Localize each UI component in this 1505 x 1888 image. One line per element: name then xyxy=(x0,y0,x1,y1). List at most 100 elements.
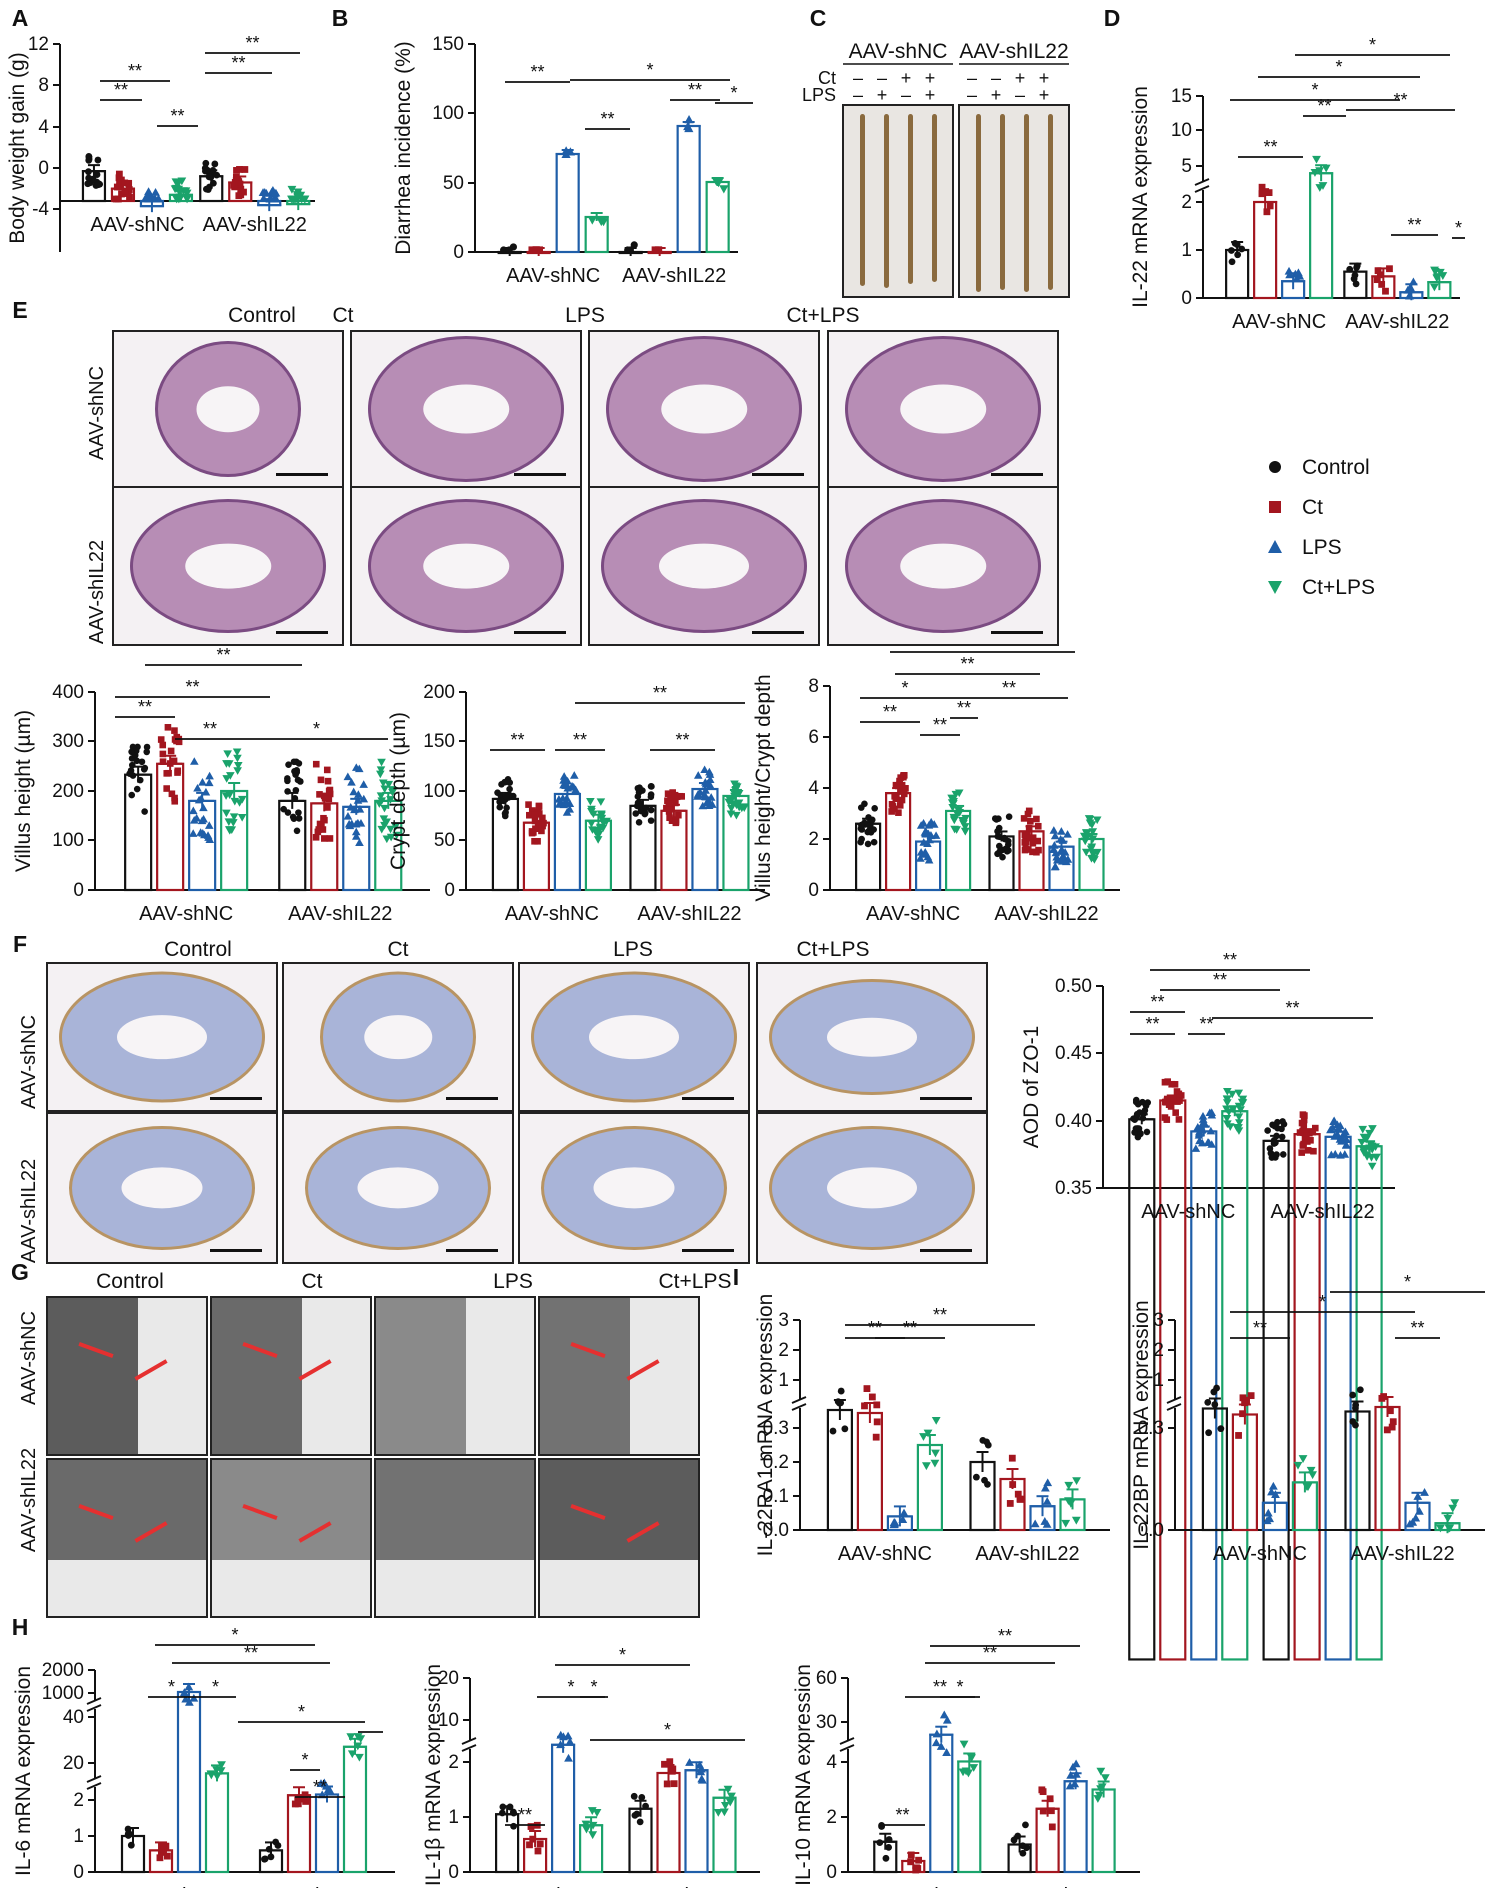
arrow-marker xyxy=(134,1521,168,1543)
y-tick-label: 3 xyxy=(778,1310,789,1331)
data-point xyxy=(1047,1807,1055,1815)
lumen xyxy=(589,1015,679,1059)
data-point xyxy=(719,1808,729,1817)
data-point xyxy=(1222,1099,1232,1107)
data-point xyxy=(561,780,571,788)
data-point xyxy=(232,173,240,181)
data-point xyxy=(684,115,694,124)
data-point xyxy=(237,813,247,822)
gel-sign: – xyxy=(1015,85,1025,105)
bar xyxy=(555,152,580,254)
data-point xyxy=(318,821,325,828)
scale-bar xyxy=(446,1097,498,1100)
lumen-area xyxy=(376,1560,534,1616)
data-point xyxy=(351,827,361,836)
data-point xyxy=(124,189,132,197)
axis-break xyxy=(87,1701,103,1709)
y-tick-label: 4 xyxy=(808,778,819,799)
gel-photo-shNC xyxy=(842,104,954,298)
group-label: AAV-shIL22 xyxy=(1271,1201,1375,1223)
data-point xyxy=(230,181,238,189)
data-point xyxy=(376,770,385,779)
y-axis-label: IL-22BP mRNA expression xyxy=(1130,1300,1153,1549)
group-label: AAV-shIL22 xyxy=(288,903,392,925)
lumen xyxy=(900,543,986,589)
data-point xyxy=(967,1754,976,1763)
data-point xyxy=(683,121,693,131)
y-tick-label: 2 xyxy=(73,1790,84,1811)
data-point xyxy=(199,803,208,812)
data-point xyxy=(1043,1478,1053,1487)
data-point xyxy=(1258,190,1266,198)
y-tick-label: 20 xyxy=(63,1753,84,1774)
data-point xyxy=(125,186,133,193)
tem-image xyxy=(46,1296,208,1456)
significance-label: ** xyxy=(960,654,974,674)
data-point xyxy=(182,189,192,198)
panel-label-H: H xyxy=(12,1614,29,1640)
y-tick-label: 3 xyxy=(1153,1310,1164,1331)
y-tick-label: 2 xyxy=(448,1752,459,1773)
data-point xyxy=(346,1733,356,1742)
gel-photo-shIL22 xyxy=(958,104,1070,298)
data-point xyxy=(235,799,244,807)
bar xyxy=(1035,1807,1060,1874)
y-tick-label: 400 xyxy=(52,682,84,703)
y-tick-label: 4 xyxy=(826,1752,837,1773)
data-point xyxy=(323,766,331,774)
data-point xyxy=(265,1845,273,1853)
data-point xyxy=(125,179,133,187)
data-point xyxy=(1071,1759,1081,1768)
row-label: AAV-shIL22 xyxy=(18,1159,40,1263)
data-point xyxy=(1315,184,1325,192)
bar xyxy=(495,1813,520,1874)
scale-bar xyxy=(446,1249,498,1252)
data-point xyxy=(234,761,243,770)
data-point xyxy=(705,770,715,778)
data-point xyxy=(1057,853,1067,862)
data-point xyxy=(1271,1490,1280,1498)
group-label: AAV-shIL22 xyxy=(1350,1543,1454,1565)
lumen xyxy=(827,1167,917,1209)
data-point xyxy=(593,836,603,844)
significance-label: ** xyxy=(933,1305,947,1325)
group-label: AAV-shIL22 xyxy=(1010,1885,1114,1888)
data-point xyxy=(1273,1132,1280,1140)
data-point xyxy=(723,1785,733,1794)
panel-label-E: E xyxy=(12,297,27,323)
data-point xyxy=(636,803,643,810)
data-point xyxy=(1207,1108,1217,1116)
data-point xyxy=(166,760,174,767)
data-point xyxy=(1352,280,1360,288)
data-point xyxy=(534,1847,542,1855)
gel-sign: – xyxy=(853,85,863,105)
data-point xyxy=(1409,277,1418,286)
significance-label: * xyxy=(231,1625,238,1645)
data-point xyxy=(1176,1097,1183,1104)
data-point xyxy=(1042,1520,1052,1528)
zo1-image xyxy=(282,962,514,1112)
data-point xyxy=(233,767,242,775)
y-tick-label: 1 xyxy=(1153,1370,1164,1391)
data-point xyxy=(267,1853,275,1861)
y-tick-label: 0 xyxy=(453,242,464,263)
data-point xyxy=(936,1742,946,1750)
data-point xyxy=(948,804,957,812)
data-point xyxy=(569,782,578,791)
data-point xyxy=(280,805,288,813)
data-point xyxy=(666,814,673,822)
significance-label: ** xyxy=(138,697,152,717)
data-point xyxy=(232,748,242,757)
legend-label-2: LPS xyxy=(1302,536,1342,559)
column-label: Control xyxy=(96,1270,164,1293)
data-point xyxy=(589,810,598,819)
data-point xyxy=(376,792,386,801)
data-point xyxy=(1310,169,1320,177)
data-point xyxy=(531,811,539,819)
data-point xyxy=(593,830,602,839)
data-point xyxy=(1415,1506,1424,1515)
data-point xyxy=(529,1835,537,1843)
